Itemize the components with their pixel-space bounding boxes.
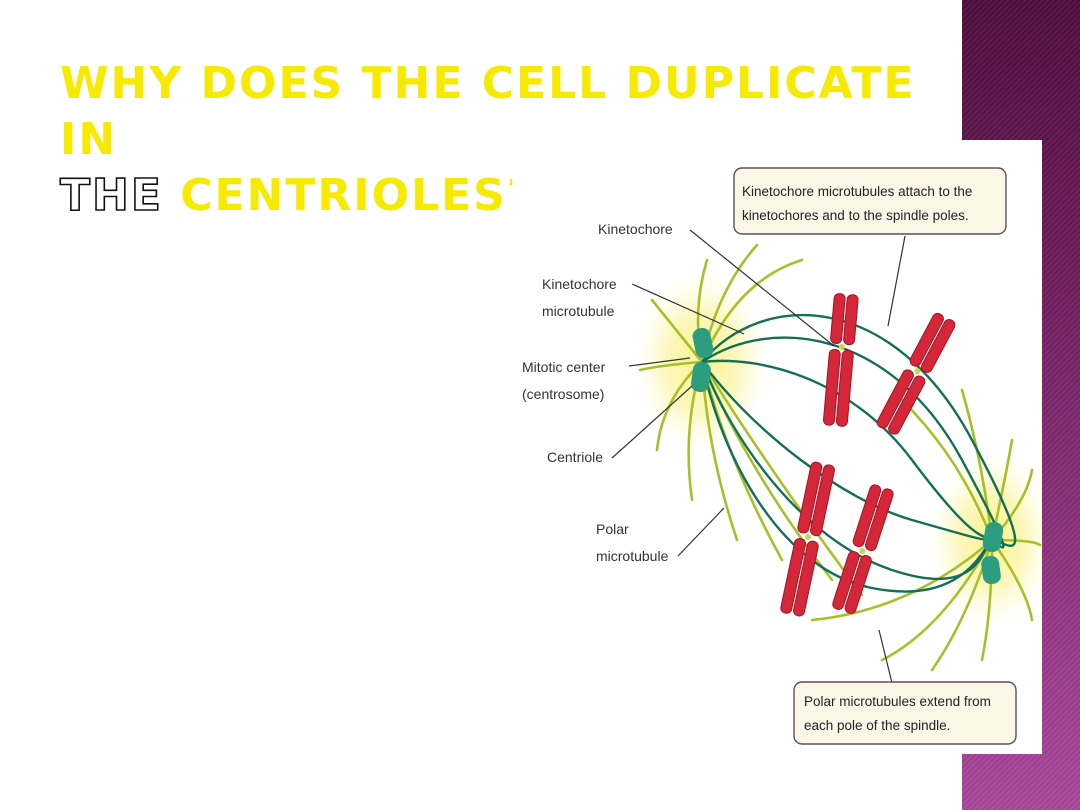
centriole-icon <box>691 361 711 393</box>
callout-bottom: Polar microtubules extend from each pole… <box>793 681 1017 745</box>
chromosome <box>822 293 859 427</box>
title-line-2: CENTRIOLES? <box>162 170 535 221</box>
label-kinetochore-microtubule-2: microtubule <box>542 303 615 319</box>
label-mitotic-center-1: Mitotic center <box>522 359 606 375</box>
title-word-the: THE <box>59 169 163 222</box>
mitotic-spindle-figure: Kinetochore Kinetochore microtubule Mito… <box>512 140 1042 754</box>
right-centriole-pair <box>981 521 1004 585</box>
callout-top-box <box>733 167 1007 235</box>
callout-bottom-box <box>793 681 1017 745</box>
chromosomes <box>780 293 956 617</box>
title-line-1: WHY DOES THE CELL DUPLICATE IN <box>60 58 916 165</box>
spindle-diagram: Kinetochore Kinetochore microtubule Mito… <box>522 167 1042 745</box>
chromosome <box>780 461 835 617</box>
callout-top: Kinetochore microtubules attach to the k… <box>733 167 1007 235</box>
centriole-icon <box>692 327 714 359</box>
leader-lines <box>611 229 906 684</box>
centriole-icon <box>982 521 1004 553</box>
callout-bottom-line-1: Polar microtubules extend from <box>804 694 991 709</box>
label-polar-2: microtubule <box>596 548 669 564</box>
chromosome <box>876 312 956 435</box>
label-polar-1: Polar <box>596 521 629 537</box>
slide-title: WHY DOES THE CELL DUPLICATE IN THE CENTR… <box>59 56 960 224</box>
callout-top-line-2: kinetochores and to the spindle poles. <box>742 208 969 223</box>
left-centriole-pair <box>691 327 714 393</box>
callout-bottom-line-2: each pole of the spindle. <box>804 718 950 733</box>
label-kinetochore-microtubule-1: Kinetochore <box>542 276 617 292</box>
label-mitotic-center-2: (centrosome) <box>522 386 604 402</box>
label-kinetochore: Kinetochore <box>598 221 673 237</box>
chromosome <box>832 484 894 614</box>
label-centriole: Centriole <box>547 449 603 465</box>
callout-top-line-1: Kinetochore microtubules attach to the <box>742 184 972 199</box>
centriole-icon <box>981 555 1001 585</box>
